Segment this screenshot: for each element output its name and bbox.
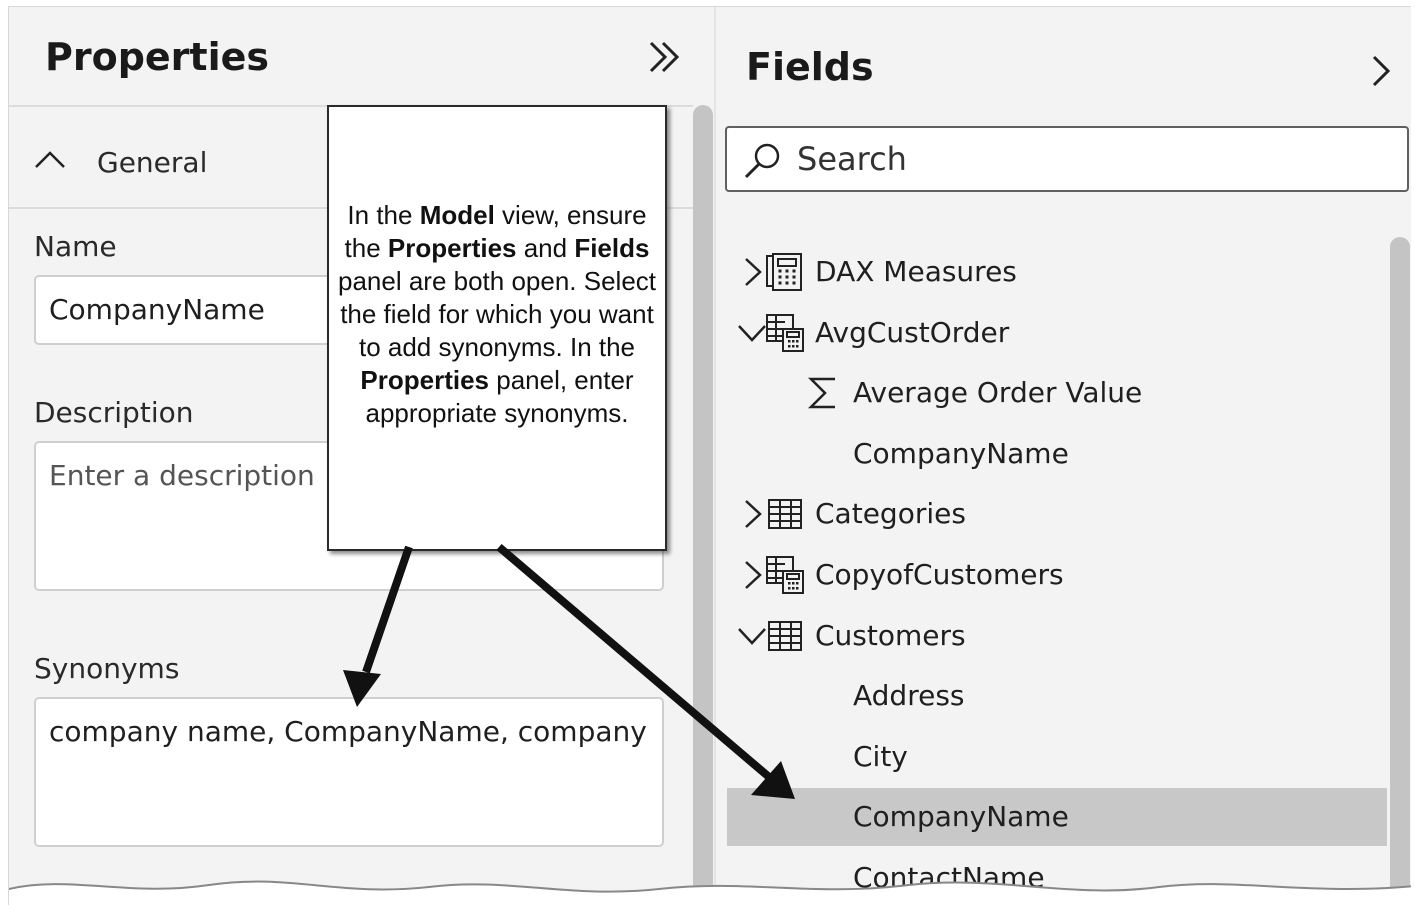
callout-box: In the Model view, ensure the Properties… bbox=[327, 105, 667, 551]
chevron-down-icon bbox=[738, 325, 766, 342]
tree-item-address[interactable]: Address bbox=[727, 667, 1387, 725]
callout-text-segment: view, ensure the bbox=[344, 200, 647, 263]
properties-title: Properties bbox=[45, 35, 269, 79]
callout-emphasis: Properties bbox=[360, 365, 490, 395]
fields-scrollbar[interactable] bbox=[1390, 237, 1410, 905]
tree-item-companyname[interactable]: CompanyName bbox=[727, 788, 1387, 846]
torn-edge bbox=[9, 880, 1411, 905]
tree-item-dax-measures[interactable]: DAX Measures bbox=[727, 243, 1387, 301]
tree-item-label: CompanyName bbox=[853, 437, 1069, 470]
chevron-right-icon[interactable] bbox=[1366, 53, 1396, 89]
tree-item-label: Average Order Value bbox=[853, 376, 1143, 409]
chevron-right-icon bbox=[745, 258, 762, 286]
search-icon bbox=[744, 143, 780, 179]
callout-emphasis: Properties bbox=[387, 233, 517, 263]
callout-emphasis: Model bbox=[419, 200, 495, 230]
search-input[interactable] bbox=[797, 128, 1377, 190]
table-icon bbox=[768, 621, 802, 651]
tree-item-categories[interactable]: Categories bbox=[727, 485, 1387, 543]
tree-item-label: Customers bbox=[815, 619, 966, 652]
tree-item-avgcustorder[interactable]: AvgCustOrder bbox=[727, 304, 1387, 362]
section-label-general: General bbox=[97, 146, 208, 179]
tree-item-companyname[interactable]: CompanyName bbox=[727, 425, 1387, 483]
properties-scrollbar[interactable] bbox=[693, 105, 713, 905]
pane-divider bbox=[714, 7, 716, 905]
tree-item-label: Categories bbox=[815, 497, 966, 530]
tree-item-label: DAX Measures bbox=[815, 255, 1017, 288]
description-placeholder: Enter a description bbox=[49, 459, 315, 492]
calculated-table-icon bbox=[766, 556, 804, 594]
tree-item-customers[interactable]: Customers bbox=[727, 607, 1387, 665]
sigma-icon bbox=[807, 377, 835, 409]
callout-text-segment: and bbox=[516, 233, 575, 263]
chevron-down-icon bbox=[738, 628, 766, 645]
chevron-right-icon bbox=[745, 561, 762, 589]
fields-title: Fields bbox=[746, 45, 874, 89]
chevron-right-icon bbox=[745, 500, 762, 528]
tree-item-average-order-value[interactable]: Average Order Value bbox=[727, 364, 1387, 422]
callout-text-segment: panel are both open. Select the field fo… bbox=[337, 266, 657, 362]
screenshot-frame: Properties General Name CompanyName Desc… bbox=[8, 6, 1411, 905]
tree-item-label: CompanyName bbox=[853, 800, 1069, 833]
synonyms-textarea[interactable]: company name, CompanyName, company bbox=[34, 697, 664, 847]
callout-text-segment: panel, enter appropriate synonyms. bbox=[365, 365, 634, 428]
calculated-table-icon bbox=[766, 314, 804, 352]
collapse-pane-icon[interactable] bbox=[645, 37, 685, 77]
tree-item-label: AvgCustOrder bbox=[815, 316, 1010, 349]
callout-emphasis: Fields bbox=[574, 233, 650, 263]
tree-item-copyofcustomers[interactable]: CopyofCustomers bbox=[727, 546, 1387, 604]
synonyms-label: Synonyms bbox=[34, 652, 180, 685]
search-box[interactable] bbox=[725, 126, 1409, 192]
callout-text-segment: In the bbox=[347, 200, 420, 230]
chevron-up-icon bbox=[35, 151, 65, 168]
tree-item-city[interactable]: City bbox=[727, 728, 1387, 786]
tree-item-label: Address bbox=[853, 679, 965, 712]
table-icon bbox=[768, 499, 802, 529]
description-label: Description bbox=[34, 396, 194, 429]
tree-item-label: City bbox=[853, 740, 908, 773]
calculator-table-icon bbox=[766, 253, 802, 291]
tree-item-label: CopyofCustomers bbox=[815, 558, 1064, 591]
name-label: Name bbox=[34, 230, 117, 263]
callout-text: In the Model view, ensure the Properties… bbox=[338, 200, 656, 428]
